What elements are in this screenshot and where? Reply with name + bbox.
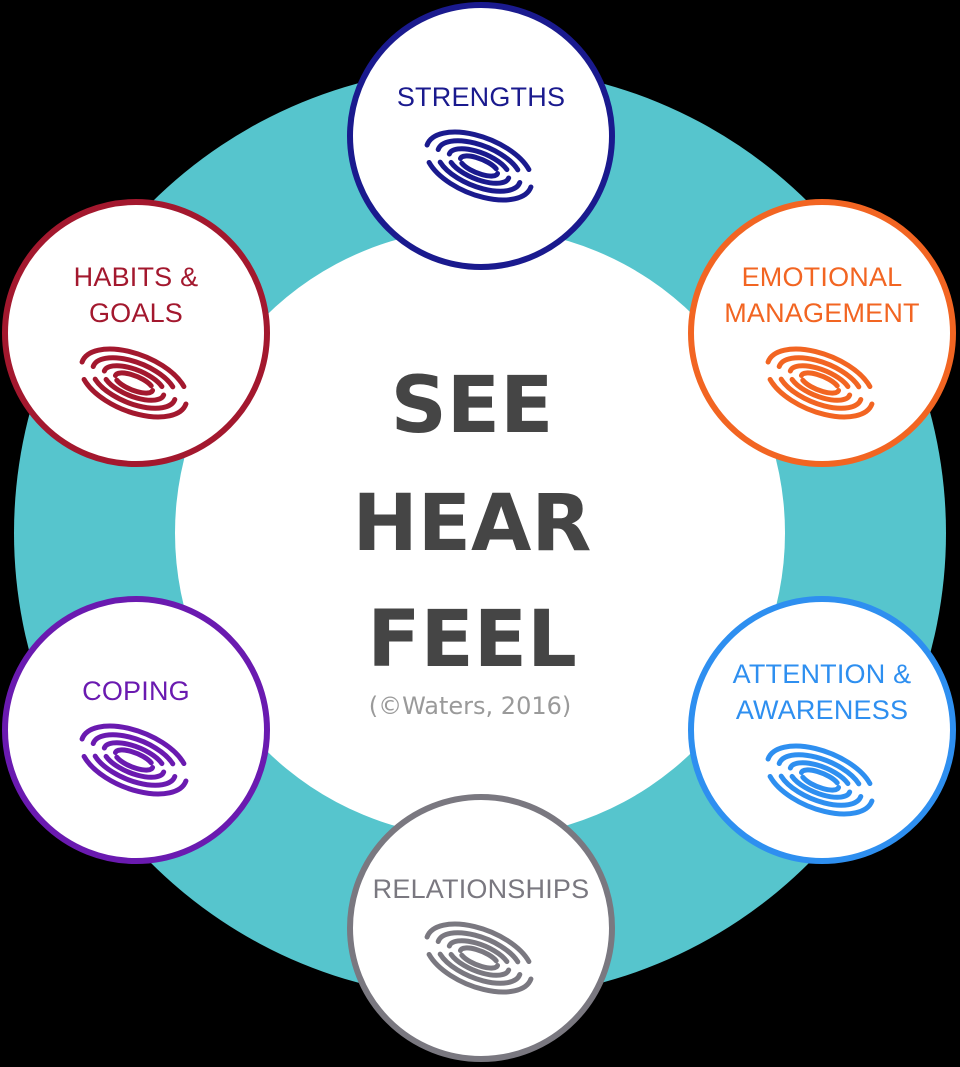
node-label-line: AWARENESS <box>736 695 908 725</box>
eye-icon <box>79 723 189 797</box>
eye-icon-arc <box>446 938 512 978</box>
eye-icon-arc <box>79 723 189 797</box>
eye-icon-arc <box>765 743 875 817</box>
eye-icon-arc <box>765 346 875 420</box>
eye-icon-arc <box>101 740 167 780</box>
eye-icon-arc <box>112 370 156 396</box>
node-attention-awareness: ATTENTION & AWARENESS <box>688 596 956 864</box>
eye-icon <box>424 921 534 995</box>
node-label-line: STRENGTHS <box>397 82 565 112</box>
eye-icon-arc <box>424 129 534 203</box>
eye-icon-arc <box>424 921 534 995</box>
node-circle <box>2 199 270 467</box>
node-strengths: STRENGTHS <box>347 2 615 270</box>
eye-icon-arc <box>101 363 167 403</box>
eye-icon <box>765 346 875 420</box>
eye-icon-arc <box>90 732 178 788</box>
eye-icon-arc <box>457 153 501 179</box>
eye-icon-arc <box>798 370 842 396</box>
eye-icon <box>765 743 875 817</box>
center-disc <box>175 228 785 838</box>
center-word-see: SEE <box>391 361 554 451</box>
eye-icon <box>79 346 189 420</box>
node-habits-goals: HABITS & GOALS <box>2 199 270 467</box>
eye-icon-arc <box>435 930 523 986</box>
eye-icon-arc <box>435 138 523 194</box>
node-emotional-management: EMOTIONAL MANAGEMENT <box>688 199 956 467</box>
eye-icon <box>424 129 534 203</box>
eye-icon-arc <box>112 747 156 773</box>
node-circle <box>688 596 956 864</box>
citation: (©Waters, 2016) <box>369 692 572 720</box>
eye-icon-arc <box>457 945 501 971</box>
node-label-line: ATTENTION & <box>733 659 912 689</box>
node-circle <box>688 199 956 467</box>
node-coping: COPING <box>2 596 270 864</box>
eye-icon-arc <box>776 752 864 808</box>
center-word-hear: HEAR <box>353 479 592 569</box>
node-label-line: EMOTIONAL <box>742 262 903 292</box>
node-label-line: COPING <box>82 676 190 706</box>
eye-icon-arc <box>79 346 189 420</box>
node-label-line: RELATIONSHIPS <box>373 874 590 904</box>
node-label-line: MANAGEMENT <box>724 298 920 328</box>
node-relationships: RELATIONSHIPS <box>347 794 615 1062</box>
node-label-line: GOALS <box>89 298 183 328</box>
node-label-line: HABITS & <box>74 262 199 292</box>
eye-icon-arc <box>798 767 842 793</box>
eye-icon-arc <box>787 363 853 403</box>
eye-icon-arc <box>787 760 853 800</box>
eye-icon-arc <box>90 355 178 411</box>
center-word-feel: FEEL <box>367 595 577 685</box>
eye-icon-arc <box>446 146 512 186</box>
eye-icon-arc <box>776 355 864 411</box>
